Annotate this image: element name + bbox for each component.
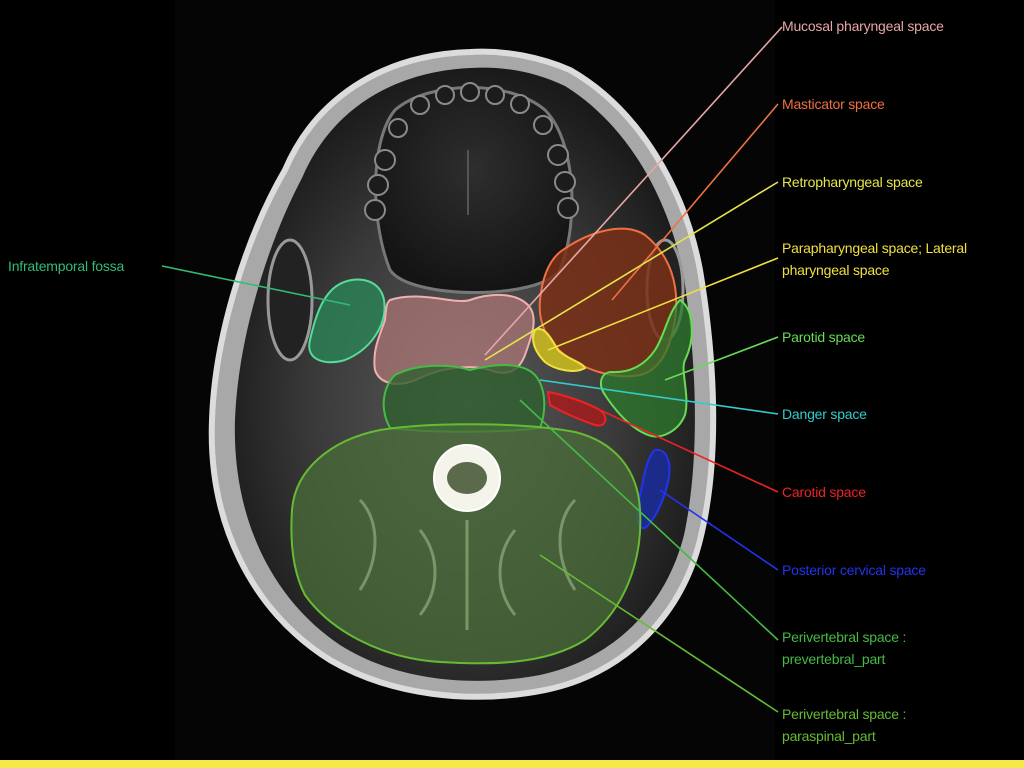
leader-masticator bbox=[611, 103, 779, 301]
parotid-region bbox=[599, 298, 693, 438]
bottom-highlight-bar bbox=[0, 760, 1024, 768]
paraspinal-texture bbox=[358, 498, 577, 630]
label-masticator-space: Masticator space bbox=[782, 96, 885, 112]
leader-paraspinal bbox=[539, 554, 779, 713]
carotid-region bbox=[546, 390, 607, 427]
teeth-row bbox=[364, 82, 579, 221]
label-prevertebral-line1: Perivertebral space : bbox=[782, 629, 907, 645]
leader-prevertebral bbox=[519, 399, 779, 641]
leader-retropharyngeal bbox=[484, 181, 779, 361]
spinal-cord bbox=[447, 462, 487, 494]
label-mucosal-pharyngeal-space: Mucosal pharyngeal space bbox=[782, 18, 944, 34]
posterior-cervical-region bbox=[636, 448, 671, 530]
leader-mucosal bbox=[484, 26, 783, 356]
leader-parapharyngeal bbox=[547, 257, 779, 351]
leader-parotid bbox=[664, 336, 779, 381]
leader-posterior-cervical bbox=[659, 489, 779, 571]
label-posterior-cervical-space: Posterior cervical space bbox=[782, 562, 926, 578]
label-danger-space: Danger space bbox=[782, 406, 867, 422]
label-infratemporal-fossa: Infratemporal fossa bbox=[8, 258, 125, 274]
label-parapharyngeal-space-line2: pharyngeal space bbox=[782, 262, 890, 278]
leader-carotid bbox=[599, 409, 779, 493]
label-parapharyngeal-space-line1: Parapharyngeal space; Lateral bbox=[782, 240, 967, 256]
label-carotid-space: Carotid space bbox=[782, 484, 866, 500]
label-retropharyngeal-space: Retropharyngeal space bbox=[782, 174, 923, 190]
label-parotid-space: Parotid space bbox=[782, 329, 866, 345]
label-paraspinal-line2: paraspinal_part bbox=[782, 728, 876, 744]
label-prevertebral-line2: prevertebral_part bbox=[782, 651, 886, 667]
parapharyngeal-region bbox=[532, 328, 587, 372]
leader-infratemporal bbox=[161, 265, 351, 306]
label-paraspinal-line1: Perivertebral space : bbox=[782, 706, 907, 722]
leader-danger bbox=[539, 379, 779, 415]
prevertebral-region bbox=[382, 364, 546, 433]
left-mandible bbox=[266, 238, 314, 362]
leader-lines bbox=[161, 26, 783, 713]
